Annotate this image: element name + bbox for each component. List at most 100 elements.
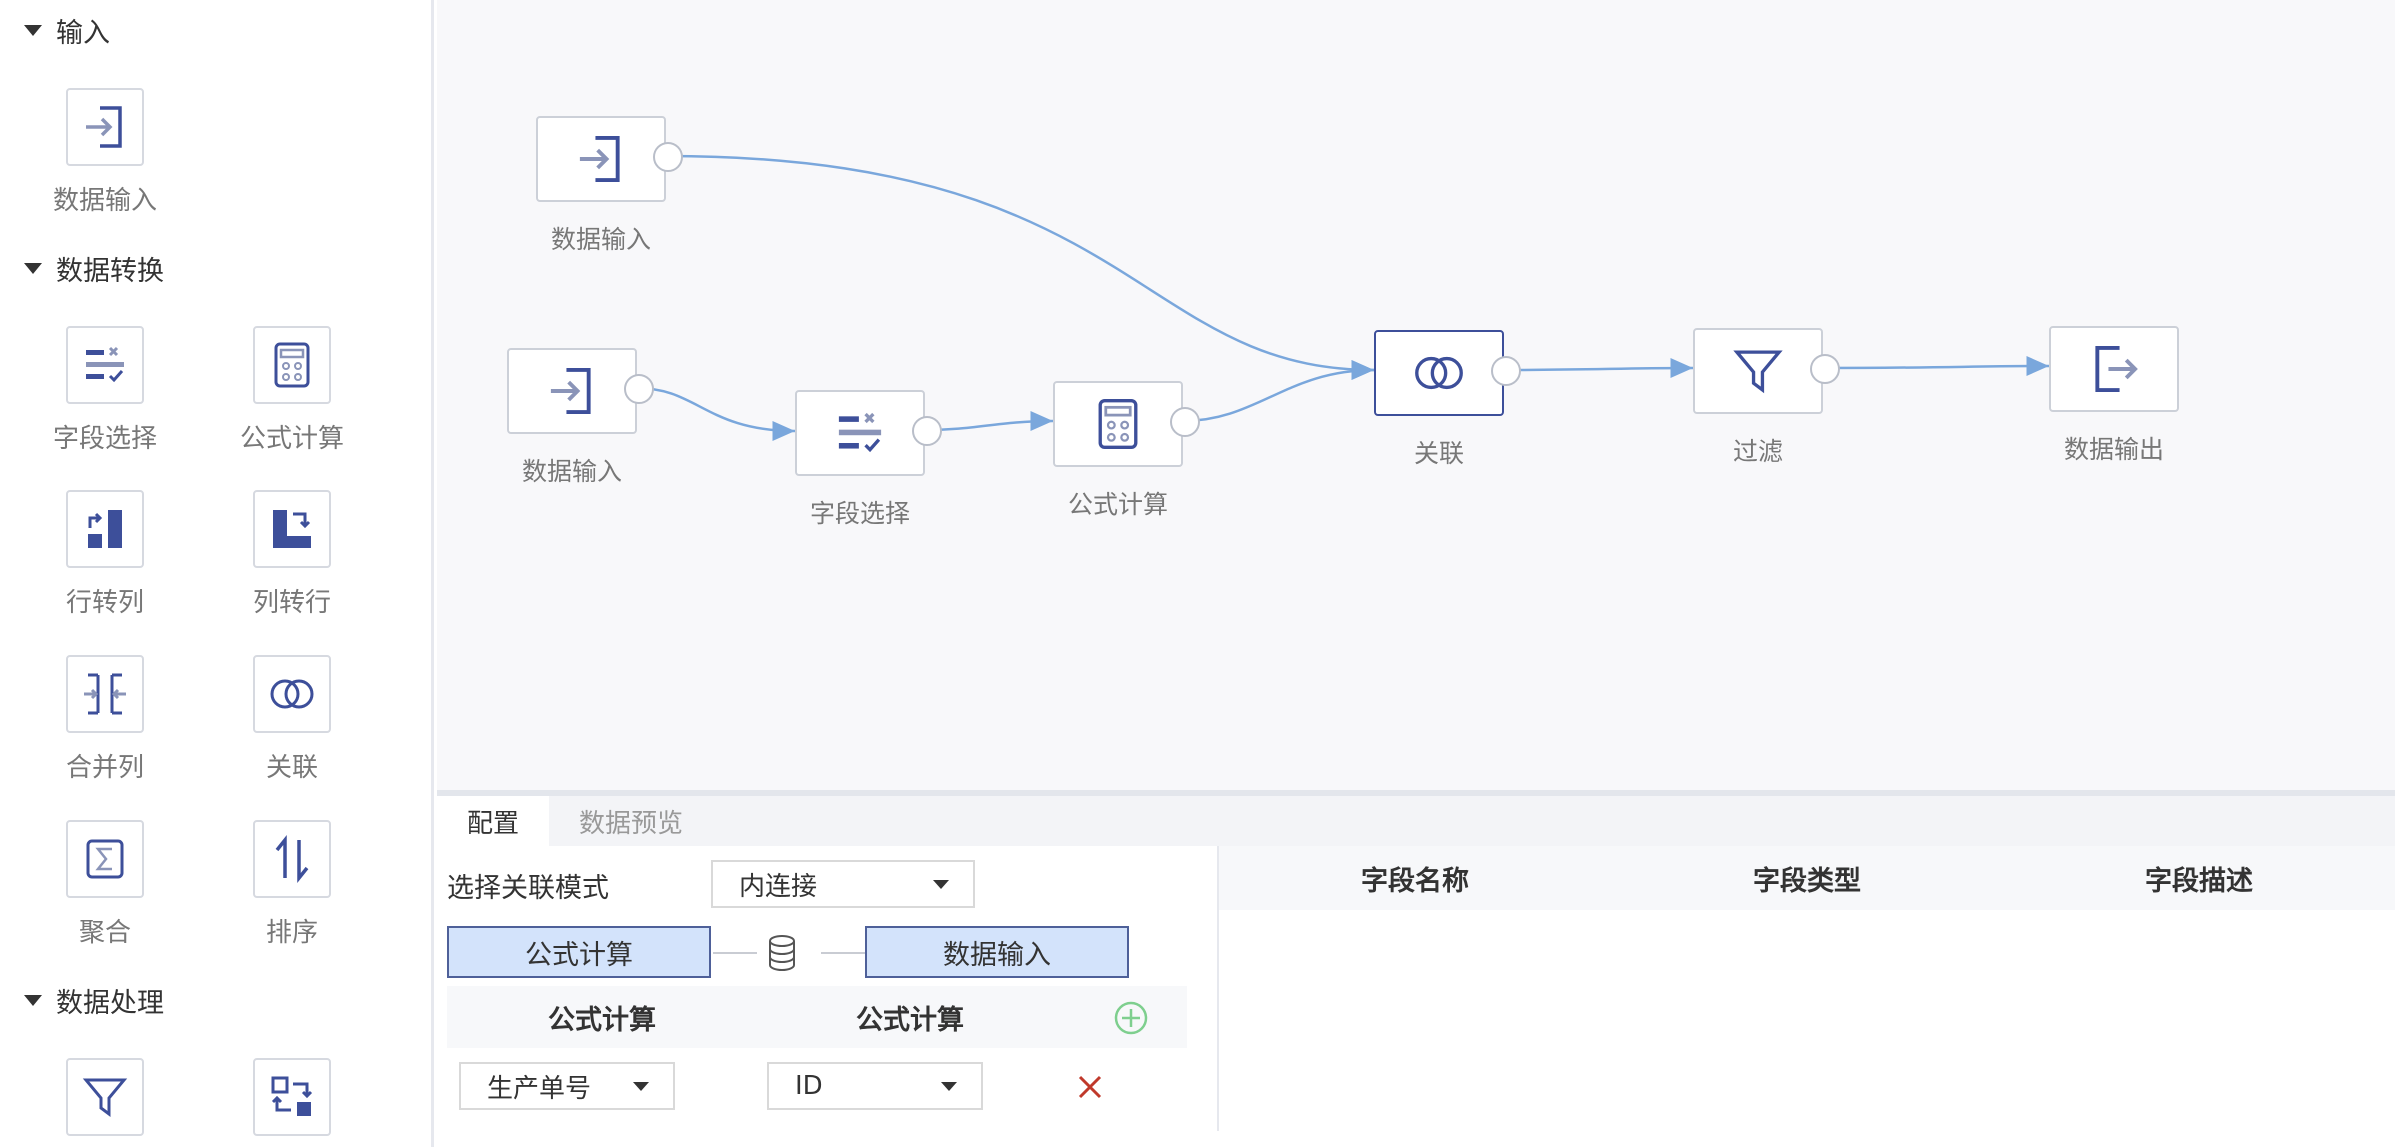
flow-node-data-input-1[interactable]: 数据输入	[536, 116, 683, 254]
caret-down-icon	[24, 994, 42, 1006]
tool-sidebar: 输入 数据输入 数据转换 字段选择 公式计算 行转列	[0, 0, 434, 1147]
tool-row-to-column[interactable]: 行转列	[30, 490, 180, 619]
flow-node-field-select[interactable]: 字段选择	[795, 390, 942, 528]
database-icon	[769, 935, 795, 971]
join-config: 选择关联模式 内连接 公式计算 数据输入 公式计算 公式计算 生产单号 I	[437, 846, 1217, 1147]
flow-node-join[interactable]: 关联	[1374, 330, 1521, 468]
add-circle-icon[interactable]	[1113, 1000, 1149, 1036]
tool-merge-columns[interactable]: 合并列	[30, 655, 180, 784]
flow-node-formula[interactable]: 公式计算	[1053, 381, 1200, 519]
tool-label: 公式计算	[239, 424, 344, 454]
left-table-chip[interactable]: 公式计算	[447, 926, 711, 978]
flow-node-data-input-2[interactable]: 数据输入	[507, 348, 654, 486]
column-field-name: 字段名称	[1361, 865, 1469, 897]
flow-node-filter[interactable]: 过滤	[1693, 328, 1840, 466]
right-field-value: ID	[795, 1071, 823, 1101]
edge-n6-n7	[1822, 356, 2050, 377]
calculator-icon	[274, 342, 310, 388]
field-select-icon	[838, 412, 882, 453]
panel-resize-handle[interactable]	[437, 790, 2395, 796]
chevron-down-icon	[633, 1082, 649, 1091]
filter-icon	[1733, 350, 1783, 394]
section-title: 数据转换	[56, 255, 164, 287]
calculator-icon	[1098, 399, 1138, 449]
node-label: 字段选择	[809, 499, 910, 528]
section-header-transform[interactable]: 数据转换	[24, 248, 164, 288]
output-port[interactable]	[653, 142, 683, 172]
tool-label: 关联	[265, 753, 318, 783]
tool-formula[interactable]: 公式计算	[217, 326, 367, 455]
section-title: 输入	[56, 17, 110, 49]
merge-columns-icon	[84, 673, 126, 715]
node-label: 公式计算	[1067, 490, 1168, 519]
tool-aggregate[interactable]: 聚合	[30, 820, 180, 949]
join-mode-select[interactable]: 内连接	[711, 860, 975, 908]
node-label: 数据输入	[550, 225, 651, 254]
tool-join[interactable]: 关联	[217, 655, 367, 784]
output-port[interactable]	[1491, 356, 1521, 386]
connector-line	[821, 952, 865, 954]
tool-label: 列转行	[252, 588, 331, 618]
node-label: 数据输出	[2063, 435, 2164, 464]
mapping-header: 公式计算 公式计算	[447, 986, 1187, 1048]
node-label: 数据输入	[521, 457, 622, 486]
tool-label: 合并列	[65, 753, 144, 783]
edge-n3-n4	[924, 411, 1054, 432]
mapping-header-right: 公式计算	[856, 1004, 964, 1036]
input-icon	[86, 106, 122, 148]
flow-edges	[636, 154, 2050, 441]
output-port[interactable]	[912, 416, 942, 446]
edge-n2-n3	[636, 386, 796, 441]
panel-tabs: 配置 数据预览	[437, 796, 2395, 846]
fields-table-header: 字段名称 字段类型 字段描述	[1219, 846, 2395, 910]
chevron-down-icon	[941, 1082, 957, 1091]
output-port[interactable]	[1810, 354, 1840, 384]
tab-config[interactable]: 配置	[437, 796, 550, 846]
chevron-down-icon	[933, 880, 949, 889]
mapping-header-left: 公式计算	[548, 1004, 656, 1036]
tool-transform[interactable]	[217, 1058, 367, 1136]
panel-divider	[1217, 846, 1219, 1131]
tool-label: 数据输入	[52, 186, 157, 216]
input-icon	[579, 135, 620, 183]
connector-line	[713, 952, 757, 954]
join-icon	[270, 679, 314, 709]
caret-down-icon	[24, 24, 42, 36]
tool-label: 排序	[265, 918, 318, 948]
output-port[interactable]	[1170, 407, 1200, 437]
node-label: 过滤	[1732, 437, 1783, 466]
tool-filter[interactable]	[30, 1058, 180, 1136]
delete-icon[interactable]	[1075, 1072, 1105, 1102]
join-mode-value: 内连接	[739, 871, 818, 902]
tool-column-to-row[interactable]: 列转行	[217, 490, 367, 619]
left-field-value: 生产单号	[487, 1073, 592, 1104]
join-icon	[1415, 356, 1463, 390]
column-to-row-icon	[273, 510, 311, 548]
field-select-icon	[86, 346, 124, 383]
output-port[interactable]	[624, 374, 654, 404]
filter-icon	[82, 1078, 128, 1117]
tab-data-preview[interactable]: 数据预览	[579, 808, 684, 839]
flow-canvas[interactable]: 数据输入 数据输入 字段选择 公式计算 关联	[437, 0, 2395, 790]
join-mode-label: 选择关联模式	[447, 873, 609, 904]
flow-node-data-output[interactable]: 数据输出	[2049, 326, 2179, 464]
section-title: 数据处理	[56, 987, 164, 1019]
right-field-select[interactable]: ID	[767, 1062, 983, 1110]
caret-down-icon	[24, 262, 42, 274]
tool-field-select[interactable]: 字段选择	[30, 326, 180, 455]
section-header-input[interactable]: 输入	[24, 10, 110, 50]
input-icon	[550, 367, 591, 415]
tool-sort[interactable]: 排序	[217, 820, 367, 949]
tool-label: 字段选择	[52, 424, 157, 454]
tool-data-input[interactable]: 数据输入	[30, 88, 180, 217]
right-table-chip[interactable]: 数据输入	[865, 926, 1129, 978]
section-header-processing[interactable]: 数据处理	[24, 980, 164, 1020]
output-icon	[2095, 345, 2138, 393]
row-to-column-icon	[88, 510, 122, 548]
node-label: 关联	[1413, 439, 1464, 468]
edge-n5-n6	[1503, 358, 1694, 379]
edge-n4-n5	[1182, 360, 1375, 423]
edge-n1-n5	[665, 154, 1375, 380]
left-field-select[interactable]: 生产单号	[459, 1062, 675, 1110]
sigma-icon	[86, 839, 124, 879]
